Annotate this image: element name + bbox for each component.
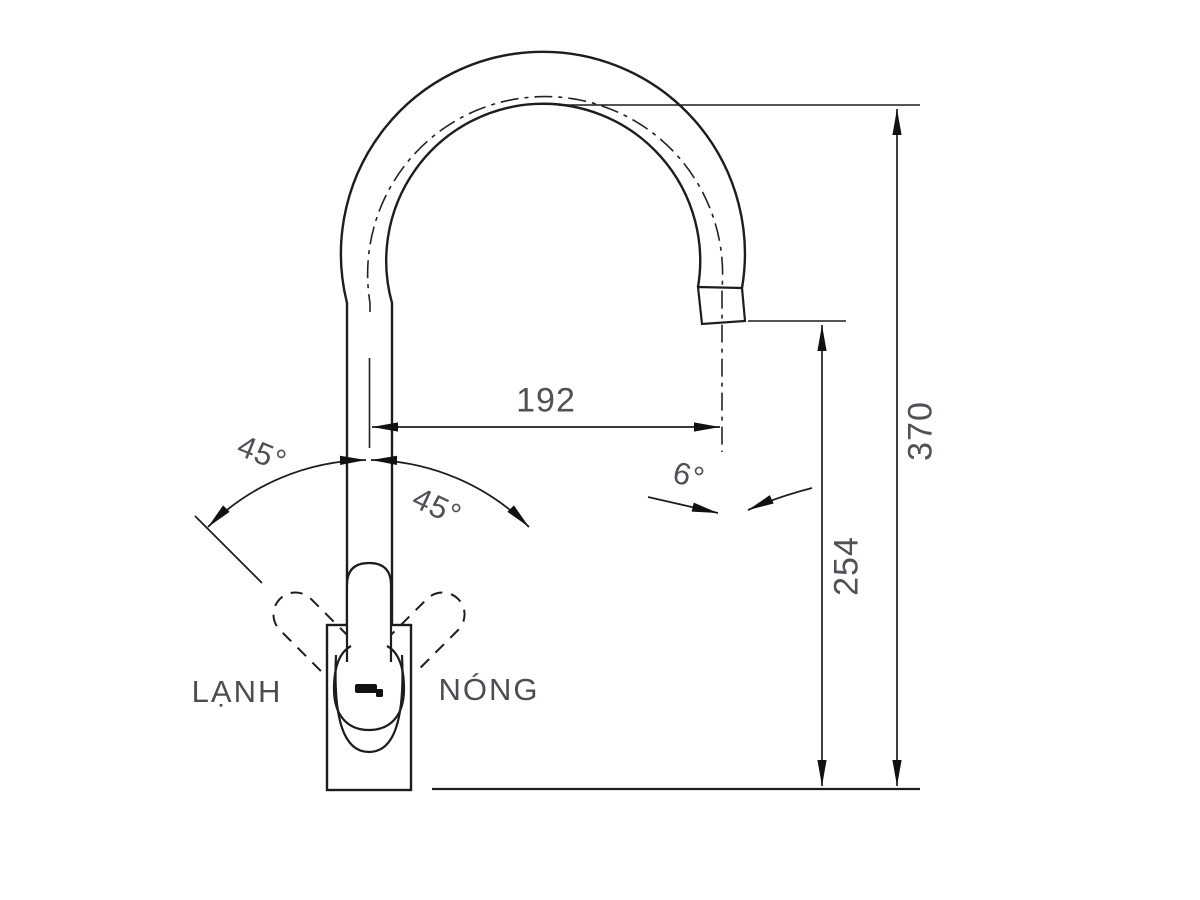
label-cold-water: LẠNH [191, 674, 283, 709]
handle-ball-inner [332, 645, 406, 732]
handle-lever-fill [347, 563, 391, 662]
handle-position-hot-dashed [385, 591, 466, 672]
angle-arc-45-right [370, 455, 530, 528]
handle-lever [345, 561, 393, 662]
brand-logo-icon [355, 684, 383, 697]
spout-centerline [366, 95, 724, 452]
spout-nozzle [696, 285, 747, 326]
spout-outer-contour [339, 50, 747, 625]
angle-arc-6-right [747, 487, 813, 511]
handle-ball-outer [334, 654, 404, 754]
angle-arc-45-left [207, 455, 367, 528]
dimension-value-total-height: 370 [901, 401, 940, 461]
spout-inner-contour [385, 102, 702, 625]
extension-line-45-diagonal [194, 515, 263, 584]
handle-position-cold-dashed [272, 591, 353, 672]
angle-arc-6-left [647, 496, 719, 514]
label-hot-water: NÓNG [438, 672, 540, 707]
dimension-value-spout-reach: 192 [516, 381, 576, 420]
dimension-value-spout-height: 254 [827, 536, 866, 596]
